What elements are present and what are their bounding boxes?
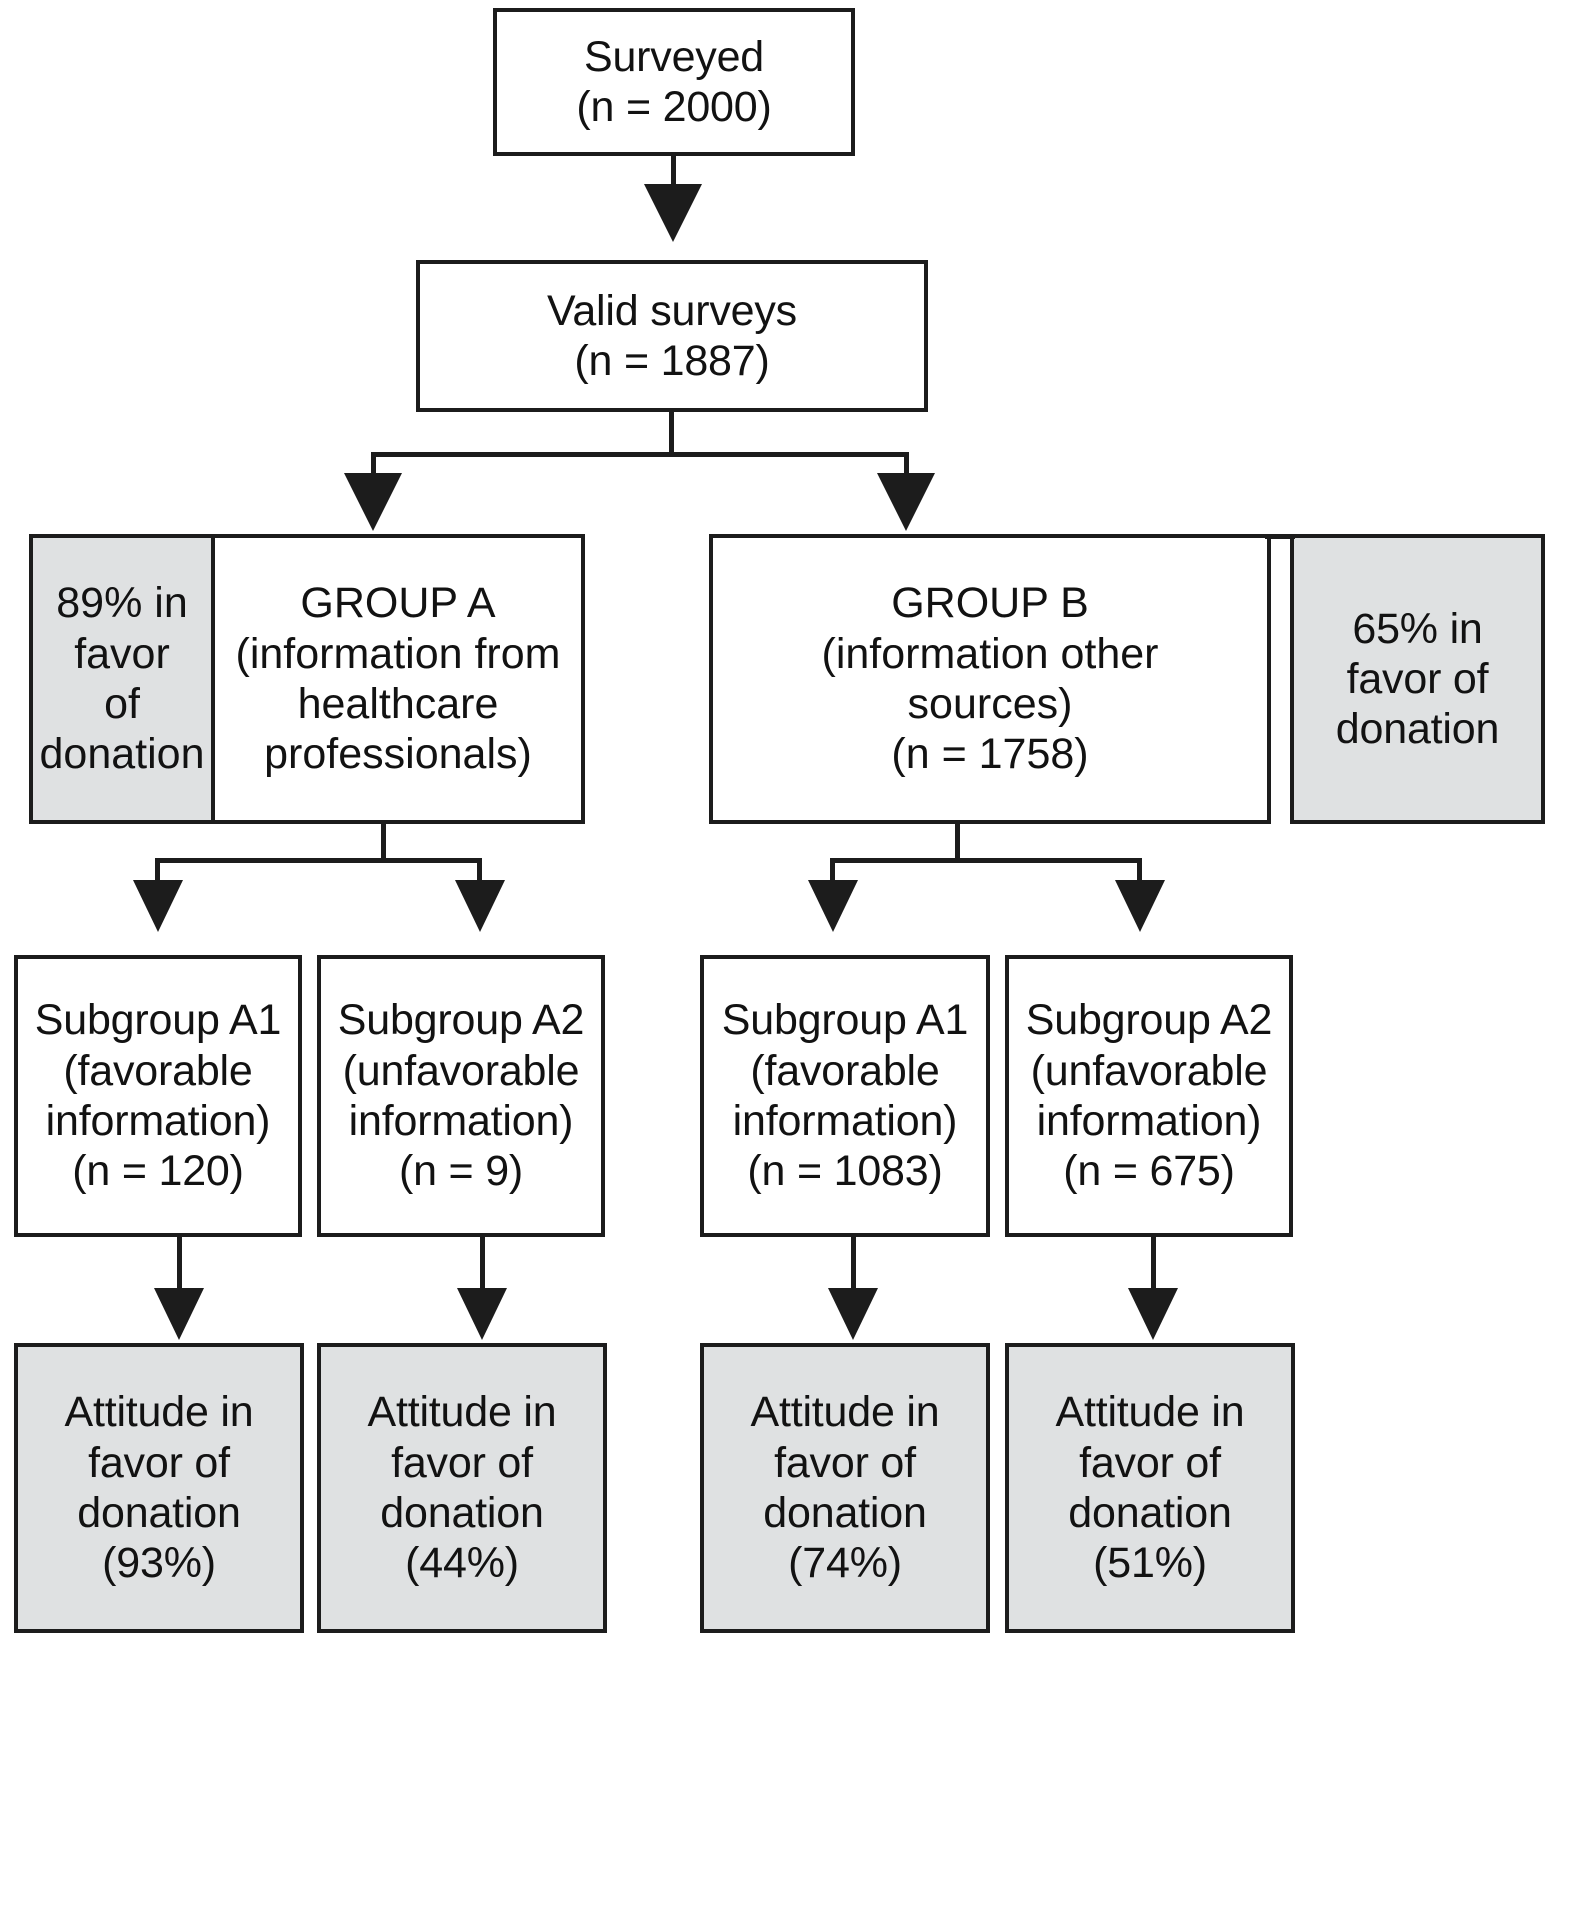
group-a-stat-line3: of [104, 680, 140, 728]
node-attitude-a1-right: Attitude in favor of donation (74%) [700, 1343, 990, 1633]
connector-valid-stem [669, 412, 674, 454]
subgroup-0-line1: Subgroup A1 [34, 996, 282, 1045]
connector-group-b-weld [1265, 534, 1295, 539]
node-surveyed: Surveyed (n = 2000) [493, 8, 855, 156]
connector-surveyed-to-valid [671, 156, 676, 192]
subgroup-2-line2: (favorable [750, 1046, 940, 1095]
subgroup-0-line2: (favorable [63, 1046, 253, 1095]
arrowhead-groupb-to-sub2 [1115, 880, 1165, 932]
subgroup-2-line3: information) [732, 1097, 958, 1145]
arrowhead-sub2-to-attitude2 [828, 1288, 878, 1340]
node-valid-surveys-line1: Valid surveys [547, 286, 797, 335]
arrowhead-groupb-to-sub1 [808, 880, 858, 932]
attitude-2-line3: donation [763, 1489, 927, 1537]
node-subgroup-a2-right: Subgroup A2 (unfavorable information) (n… [1005, 955, 1293, 1237]
node-attitude-a2-left: Attitude in favor of donation (44%) [317, 1343, 607, 1633]
attitude-0-line1: Attitude in [64, 1388, 254, 1437]
arrowhead-sub3-to-attitude3 [1128, 1288, 1178, 1340]
arrowhead-groupa-to-sub2 [455, 880, 505, 932]
subgroup-1-line1: Subgroup A2 [337, 996, 585, 1045]
group-b-line1: GROUP B [891, 579, 1089, 628]
attitude-2-line2: favor of [774, 1438, 916, 1487]
node-group-a-stat: 89% in favor of donation [33, 538, 215, 820]
attitude-3-line3: donation [1068, 1489, 1232, 1537]
arrowhead-sub0-to-attitude0 [154, 1288, 204, 1340]
node-attitude-a2-right: Attitude in favor of donation (51%) [1005, 1343, 1295, 1633]
group-a-stat-line1: 89% in [56, 579, 188, 628]
connector-groupa-to-sub1 [155, 858, 160, 886]
group-a-line4: professionals) [264, 730, 532, 779]
connector-groupa-to-sub2 [477, 858, 482, 886]
group-b-line2: (information other [821, 629, 1159, 678]
attitude-0-line3: donation [77, 1489, 241, 1537]
node-group-b: GROUP B (information other sources) (n =… [713, 538, 1267, 820]
connector-sub2-to-attitude2 [851, 1237, 856, 1297]
subgroup-1-line4: (n = 9) [398, 1147, 524, 1196]
group-b-line4: (n = 1758) [891, 730, 1089, 779]
node-surveyed-line2: (n = 2000) [576, 83, 772, 131]
subgroup-2-line1: Subgroup A1 [721, 996, 969, 1045]
connector-valid-to-groupa [371, 452, 376, 482]
connector-sub3-to-attitude3 [1151, 1237, 1156, 1297]
node-group-a: GROUP A (information from healthcare pro… [215, 538, 581, 820]
subgroup-0-line4: (n = 120) [72, 1147, 244, 1196]
group-a-line3: healthcare [297, 680, 499, 728]
node-subgroup-a2-left: Subgroup A2 (unfavorable information) (n… [317, 955, 605, 1237]
subgroup-1-line2: (unfavorable [342, 1046, 580, 1095]
attitude-1-line2: favor of [391, 1438, 533, 1487]
node-subgroup-a1-left: Subgroup A1 (favorable information) (n =… [14, 955, 302, 1237]
connector-groupa-crossbar [155, 858, 482, 863]
group-a-stat-line4: donation [39, 730, 205, 779]
subgroup-3-line2: (unfavorable [1030, 1046, 1268, 1095]
node-group-a-container: 89% in favor of donation GROUP A (inform… [29, 534, 585, 824]
group-a-line1: GROUP A [300, 579, 496, 628]
subgroup-3-line4: (n = 675) [1063, 1147, 1235, 1196]
subgroup-1-line3: information) [348, 1097, 574, 1145]
connector-valid-crossbar [371, 452, 909, 457]
node-group-b-stat: 65% in favor of donation [1290, 534, 1545, 824]
attitude-1-line1: Attitude in [367, 1388, 557, 1437]
node-valid-surveys: Valid surveys (n = 1887) [416, 260, 928, 412]
node-attitude-a1-left: Attitude in favor of donation (93%) [14, 1343, 304, 1633]
connector-groupb-to-sub1 [830, 858, 835, 886]
group-b-line3: sources) [907, 680, 1073, 728]
attitude-2-line4: (74%) [788, 1539, 902, 1588]
attitude-3-line4: (51%) [1093, 1539, 1207, 1588]
arrowhead-surveyed-to-valid [644, 184, 702, 242]
attitude-1-line4: (44%) [405, 1539, 519, 1588]
subgroup-2-line4: (n = 1083) [747, 1147, 943, 1196]
connector-valid-to-groupb [904, 452, 909, 482]
attitude-2-line1: Attitude in [750, 1388, 940, 1437]
subgroup-3-line3: information) [1036, 1097, 1262, 1145]
attitude-3-line1: Attitude in [1055, 1388, 1245, 1437]
connector-sub1-to-attitude1 [480, 1237, 485, 1297]
node-valid-surveys-line2: (n = 1887) [574, 337, 770, 385]
group-b-stat-line3: donation [1335, 705, 1500, 754]
subgroup-3-line1: Subgroup A2 [1025, 996, 1273, 1045]
connector-groupb-to-sub2 [1137, 858, 1142, 886]
group-b-stat-line1: 65% in [1352, 604, 1483, 653]
subgroup-0-line3: information) [45, 1097, 271, 1145]
node-surveyed-line1: Surveyed [583, 32, 765, 81]
connector-groupa-stem [381, 822, 386, 862]
attitude-1-line3: donation [380, 1489, 544, 1537]
arrowhead-valid-to-groupa [344, 473, 402, 531]
group-b-stat-line2: favor of [1346, 654, 1489, 703]
node-subgroup-a1-right: Subgroup A1 (favorable information) (n =… [700, 955, 990, 1237]
arrowhead-valid-to-groupb [877, 473, 935, 531]
connector-sub0-to-attitude0 [177, 1237, 182, 1297]
attitude-0-line2: favor of [88, 1438, 230, 1487]
attitude-3-line2: favor of [1079, 1438, 1221, 1487]
connector-groupb-crossbar [830, 858, 1142, 863]
arrowhead-sub1-to-attitude1 [457, 1288, 507, 1340]
attitude-0-line4: (93%) [102, 1539, 216, 1588]
group-a-stat-line2: favor [74, 629, 170, 678]
node-group-b-container: GROUP B (information other sources) (n =… [709, 534, 1271, 824]
group-a-line2: (information from [235, 629, 561, 678]
connector-groupb-stem [955, 822, 960, 862]
arrowhead-groupa-to-sub1 [133, 880, 183, 932]
